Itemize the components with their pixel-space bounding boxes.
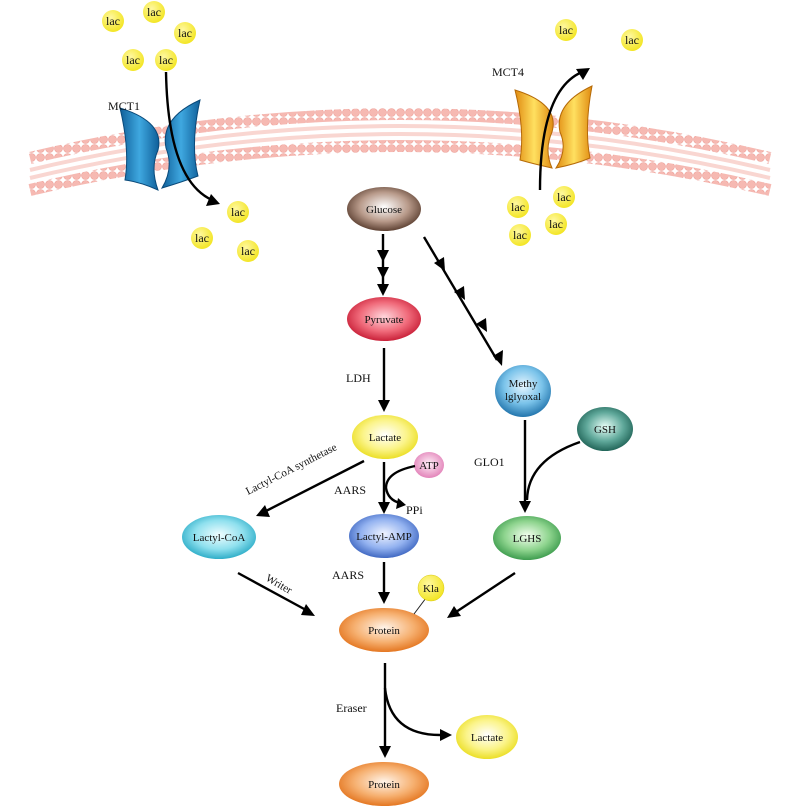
protein-to-lactate-arrow bbox=[383, 687, 452, 741]
ppi-label: PPi bbox=[406, 503, 423, 517]
atp-node: ATP bbox=[414, 452, 444, 478]
lac-molecule: lac bbox=[507, 196, 529, 218]
ldh-label: LDH bbox=[346, 371, 371, 385]
kla-node: Kla bbox=[413, 574, 445, 615]
lactate-node: Lactate bbox=[352, 415, 418, 459]
writer-label: Writer bbox=[264, 572, 295, 597]
lactyl-amp-node: Lactyl-AMP bbox=[349, 514, 419, 558]
svg-text:Lactate: Lactate bbox=[471, 732, 503, 744]
eraser-label: Eraser bbox=[336, 701, 367, 715]
svg-text:Kla: Kla bbox=[423, 583, 439, 595]
lac-molecule: lac bbox=[237, 240, 259, 262]
svg-text:Lactyl-CoA: Lactyl-CoA bbox=[193, 532, 246, 544]
svg-text:lac: lac bbox=[231, 205, 245, 219]
lactyl-coa-to-protein-arrow bbox=[237, 571, 315, 616]
lghs-to-protein-arrow bbox=[447, 571, 516, 618]
svg-text:Pyruvate: Pyruvate bbox=[364, 314, 403, 326]
lac-molecule: lac bbox=[191, 227, 213, 249]
svg-text:lac: lac bbox=[557, 190, 571, 204]
aars-label-2: AARS bbox=[332, 568, 364, 582]
mct4-transporter bbox=[514, 85, 593, 169]
lac-molecule: lac bbox=[227, 201, 249, 223]
pyruvate-to-lactate-arrow bbox=[378, 348, 390, 412]
mct1-label: MCT1 bbox=[108, 99, 140, 113]
svg-text:lac: lac bbox=[559, 23, 573, 37]
glo1-label: GLO1 bbox=[474, 455, 505, 469]
glucose-node: Glucose bbox=[347, 187, 421, 231]
lactyl-amp-to-protein-arrow bbox=[378, 562, 390, 604]
protein-to-protein-arrow bbox=[379, 663, 391, 758]
svg-text:LGHS: LGHS bbox=[513, 533, 542, 545]
svg-text:GSH: GSH bbox=[594, 424, 616, 436]
protein-node: Protein bbox=[339, 608, 429, 652]
mct4-label: MCT4 bbox=[492, 65, 524, 79]
svg-text:Methy: Methy bbox=[509, 378, 538, 390]
svg-text:ATP: ATP bbox=[419, 460, 439, 472]
lactate-to-lactyl-amp-arrow bbox=[378, 462, 416, 514]
lac-molecule: lac bbox=[122, 49, 144, 71]
lac-molecule: lac bbox=[621, 29, 643, 51]
gsh-node: GSH bbox=[577, 407, 633, 451]
svg-text:Protein: Protein bbox=[368, 625, 400, 637]
svg-text:Lactate: Lactate bbox=[369, 432, 401, 444]
svg-text:lac: lac bbox=[511, 200, 525, 214]
pyruvate-node: Pyruvate bbox=[347, 297, 421, 341]
svg-text:lac: lac bbox=[147, 5, 161, 19]
lac-molecule: lac bbox=[509, 224, 531, 246]
glucose-to-methylglyoxal-arrow bbox=[422, 236, 503, 366]
mct1-transporter bbox=[119, 99, 201, 191]
protein-final-node: Protein bbox=[339, 762, 429, 806]
lac-molecule: lac bbox=[155, 49, 177, 71]
svg-text:lac: lac bbox=[195, 231, 209, 245]
lac-molecules: lac lac lac lac lac lac lac lac lac lac … bbox=[102, 1, 643, 262]
lactate-to-lactyl-coa-arrow bbox=[256, 459, 365, 517]
methylglyoxal-to-lghs-arrow bbox=[519, 420, 581, 513]
mct4-export-arrow bbox=[538, 68, 590, 191]
aars-label-1: AARS bbox=[334, 483, 366, 497]
svg-text:lglyoxal: lglyoxal bbox=[505, 391, 541, 403]
lactyl-coa-synthetase-label: Lactyl-CoA synthetase bbox=[244, 441, 339, 497]
lac-molecule: lac bbox=[102, 10, 124, 32]
lactate-out-node: Lactate bbox=[456, 715, 518, 759]
lac-molecule: lac bbox=[545, 213, 567, 235]
lac-molecule: lac bbox=[555, 19, 577, 41]
glucose-to-pyruvate-arrow bbox=[377, 234, 389, 296]
svg-text:Lactyl-AMP: Lactyl-AMP bbox=[356, 531, 412, 543]
svg-text:lac: lac bbox=[178, 26, 192, 40]
svg-text:lac: lac bbox=[159, 53, 173, 67]
lactyl-coa-node: Lactyl-CoA bbox=[182, 515, 256, 559]
svg-text:lac: lac bbox=[549, 217, 563, 231]
svg-text:lac: lac bbox=[513, 228, 527, 242]
lac-molecule: lac bbox=[174, 22, 196, 44]
svg-text:lac: lac bbox=[241, 244, 255, 258]
lac-molecule: lac bbox=[553, 186, 575, 208]
methylglyoxal-node: Methy lglyoxal bbox=[495, 365, 551, 417]
lac-molecule: lac bbox=[143, 1, 165, 23]
lghs-node: LGHS bbox=[493, 516, 561, 560]
svg-text:lac: lac bbox=[625, 33, 639, 47]
svg-text:lac: lac bbox=[106, 14, 120, 28]
svg-text:Protein: Protein bbox=[368, 779, 400, 791]
mct1-import-arrow bbox=[164, 71, 220, 206]
svg-text:Glucose: Glucose bbox=[366, 204, 402, 216]
svg-text:lac: lac bbox=[126, 53, 140, 67]
